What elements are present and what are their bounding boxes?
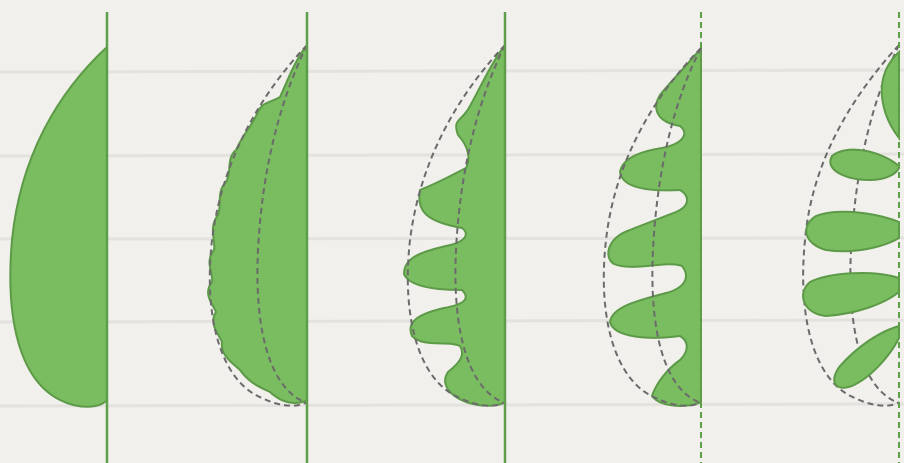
leaflet-4 [803, 273, 899, 316]
leaf-stage-1 [10, 12, 107, 463]
leaflet-5 [834, 326, 899, 388]
half-leaf-wavy [208, 45, 307, 403]
paper-lines [0, 70, 904, 406]
leaf-stage-2 [208, 12, 307, 463]
leaf-stage-5 [803, 12, 899, 463]
leaflet-top [882, 52, 899, 138]
half-leaf-entire [10, 47, 107, 407]
half-leaf-deep-lobed [608, 48, 701, 406]
leaf-stage-4 [604, 12, 701, 463]
leaflet-3 [806, 212, 899, 252]
